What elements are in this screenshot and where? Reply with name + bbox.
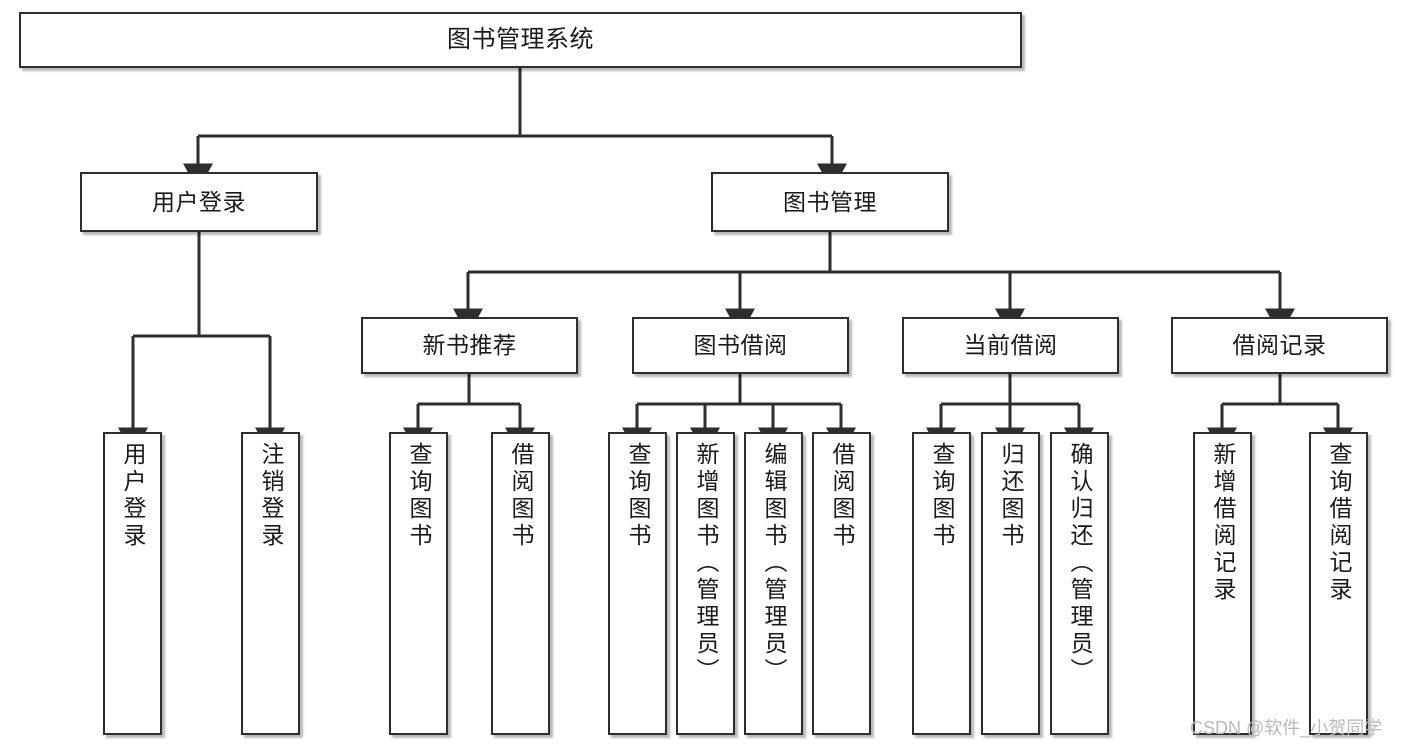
leaf-record-query-record[interactable]: 查询借阅记录 xyxy=(1309,432,1368,735)
node-user-login[interactable]: 用户登录 xyxy=(80,172,318,232)
node-label: 查询借阅记录 xyxy=(1326,442,1352,604)
node-label: 借阅图书 xyxy=(508,442,534,550)
node-label: 编辑图书（管理员） xyxy=(761,442,787,685)
node-current-borrowing[interactable]: 当前借阅 xyxy=(902,317,1119,374)
node-label: 当前借阅 xyxy=(963,332,1058,359)
node-book-borrowing[interactable]: 图书借阅 xyxy=(632,317,849,374)
node-label: 归还图书 xyxy=(998,442,1024,550)
node-borrowing-record[interactable]: 借阅记录 xyxy=(1171,317,1388,374)
node-label: 用户登录 xyxy=(152,188,246,215)
node-new-book-recommendation[interactable]: 新书推荐 xyxy=(361,317,578,374)
leaf-borrow-borrow-book[interactable]: 借阅图书 xyxy=(812,432,871,735)
node-label: 确认归还（管理员） xyxy=(1067,442,1093,685)
leaf-record-add-record[interactable]: 新增借阅记录 xyxy=(1193,432,1252,735)
leaf-current-confirm-return-admin[interactable]: 确认归还（管理员） xyxy=(1050,432,1109,735)
node-label: 图书借阅 xyxy=(693,332,788,359)
node-label: 注销登录 xyxy=(258,442,284,550)
node-label: 查询图书 xyxy=(929,442,955,550)
node-label: 借阅图书 xyxy=(829,442,855,550)
node-label: 图书管理系统 xyxy=(447,26,594,53)
node-label: 新增借阅记录 xyxy=(1210,442,1236,604)
node-root-system[interactable]: 图书管理系统 xyxy=(19,12,1022,68)
leaf-user-login-signin[interactable]: 用户登录 xyxy=(103,432,162,735)
node-label: 图书管理 xyxy=(783,188,877,215)
leaf-user-login-signout[interactable]: 注销登录 xyxy=(241,432,300,735)
leaf-borrow-query-book[interactable]: 查询图书 xyxy=(608,432,667,735)
node-label: 查询图书 xyxy=(625,442,651,550)
leaf-borrow-edit-book-admin[interactable]: 编辑图书（管理员） xyxy=(744,432,803,735)
leaf-current-return-book[interactable]: 归还图书 xyxy=(981,432,1040,735)
node-label: 用户登录 xyxy=(120,442,146,550)
leaf-new-book-borrow[interactable]: 借阅图书 xyxy=(491,432,550,735)
node-label: 新书推荐 xyxy=(422,332,517,359)
leaf-current-query-book[interactable]: 查询图书 xyxy=(912,432,971,735)
leaf-new-book-query[interactable]: 查询图书 xyxy=(389,432,448,735)
node-label: 新增图书（管理员） xyxy=(693,442,719,685)
leaf-borrow-add-book-admin[interactable]: 新增图书（管理员） xyxy=(676,432,735,735)
node-label: 查询图书 xyxy=(406,442,432,550)
csdn-watermark: CSDN @软件_小贺同学 xyxy=(1190,718,1383,738)
node-book-management[interactable]: 图书管理 xyxy=(711,172,949,232)
node-label: 借阅记录 xyxy=(1232,332,1327,359)
